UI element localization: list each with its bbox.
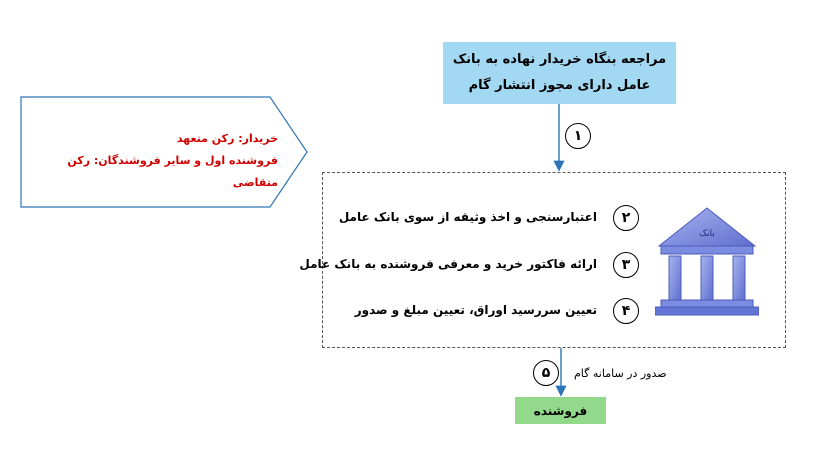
step-5-text: صدور در سامانه گام — [574, 367, 667, 380]
buyer-visit-line1: مراجعه بنگاه خریدار نهاده به بانک — [452, 52, 667, 67]
role-buyer: خریدار: رکن متعهد — [176, 132, 278, 145]
roles-text: خریدار: رکن متعهد فروشنده اول و سایر فرو… — [40, 128, 278, 194]
seller-box: فروشنده — [515, 397, 606, 424]
step-2-text: اعتبارسنجی و اخذ وثیقه از سوی بانک عامل — [338, 210, 597, 224]
step-4-circle: ۴ — [613, 298, 639, 324]
roles-callout-shape — [20, 96, 308, 208]
step-5-circle: ۵ — [533, 360, 559, 386]
bank-steps-container — [322, 172, 786, 348]
step-2-circle: ۲ — [613, 205, 639, 231]
role-sellers: فروشنده اول و سایر فروشندگان: رکن متقاضی — [67, 154, 278, 189]
bank-label: بانک — [699, 229, 715, 239]
step-3-circle: ۳ — [613, 252, 639, 278]
bank-icon: بانک — [655, 207, 759, 316]
step-1-circle: ۱ — [565, 123, 591, 149]
step-3-text: ارائه فاکتور خرید و معرفی فروشنده به بان… — [299, 257, 597, 271]
buyer-visit-box: مراجعه بنگاه خریدار نهاده به بانک عامل د… — [443, 42, 676, 104]
buyer-visit-line2: عامل دارای مجوز انتشار گام — [468, 78, 651, 93]
step-4-text: تعیین سررسید اوراق، تعیین مبلغ و صدور — [354, 303, 597, 317]
